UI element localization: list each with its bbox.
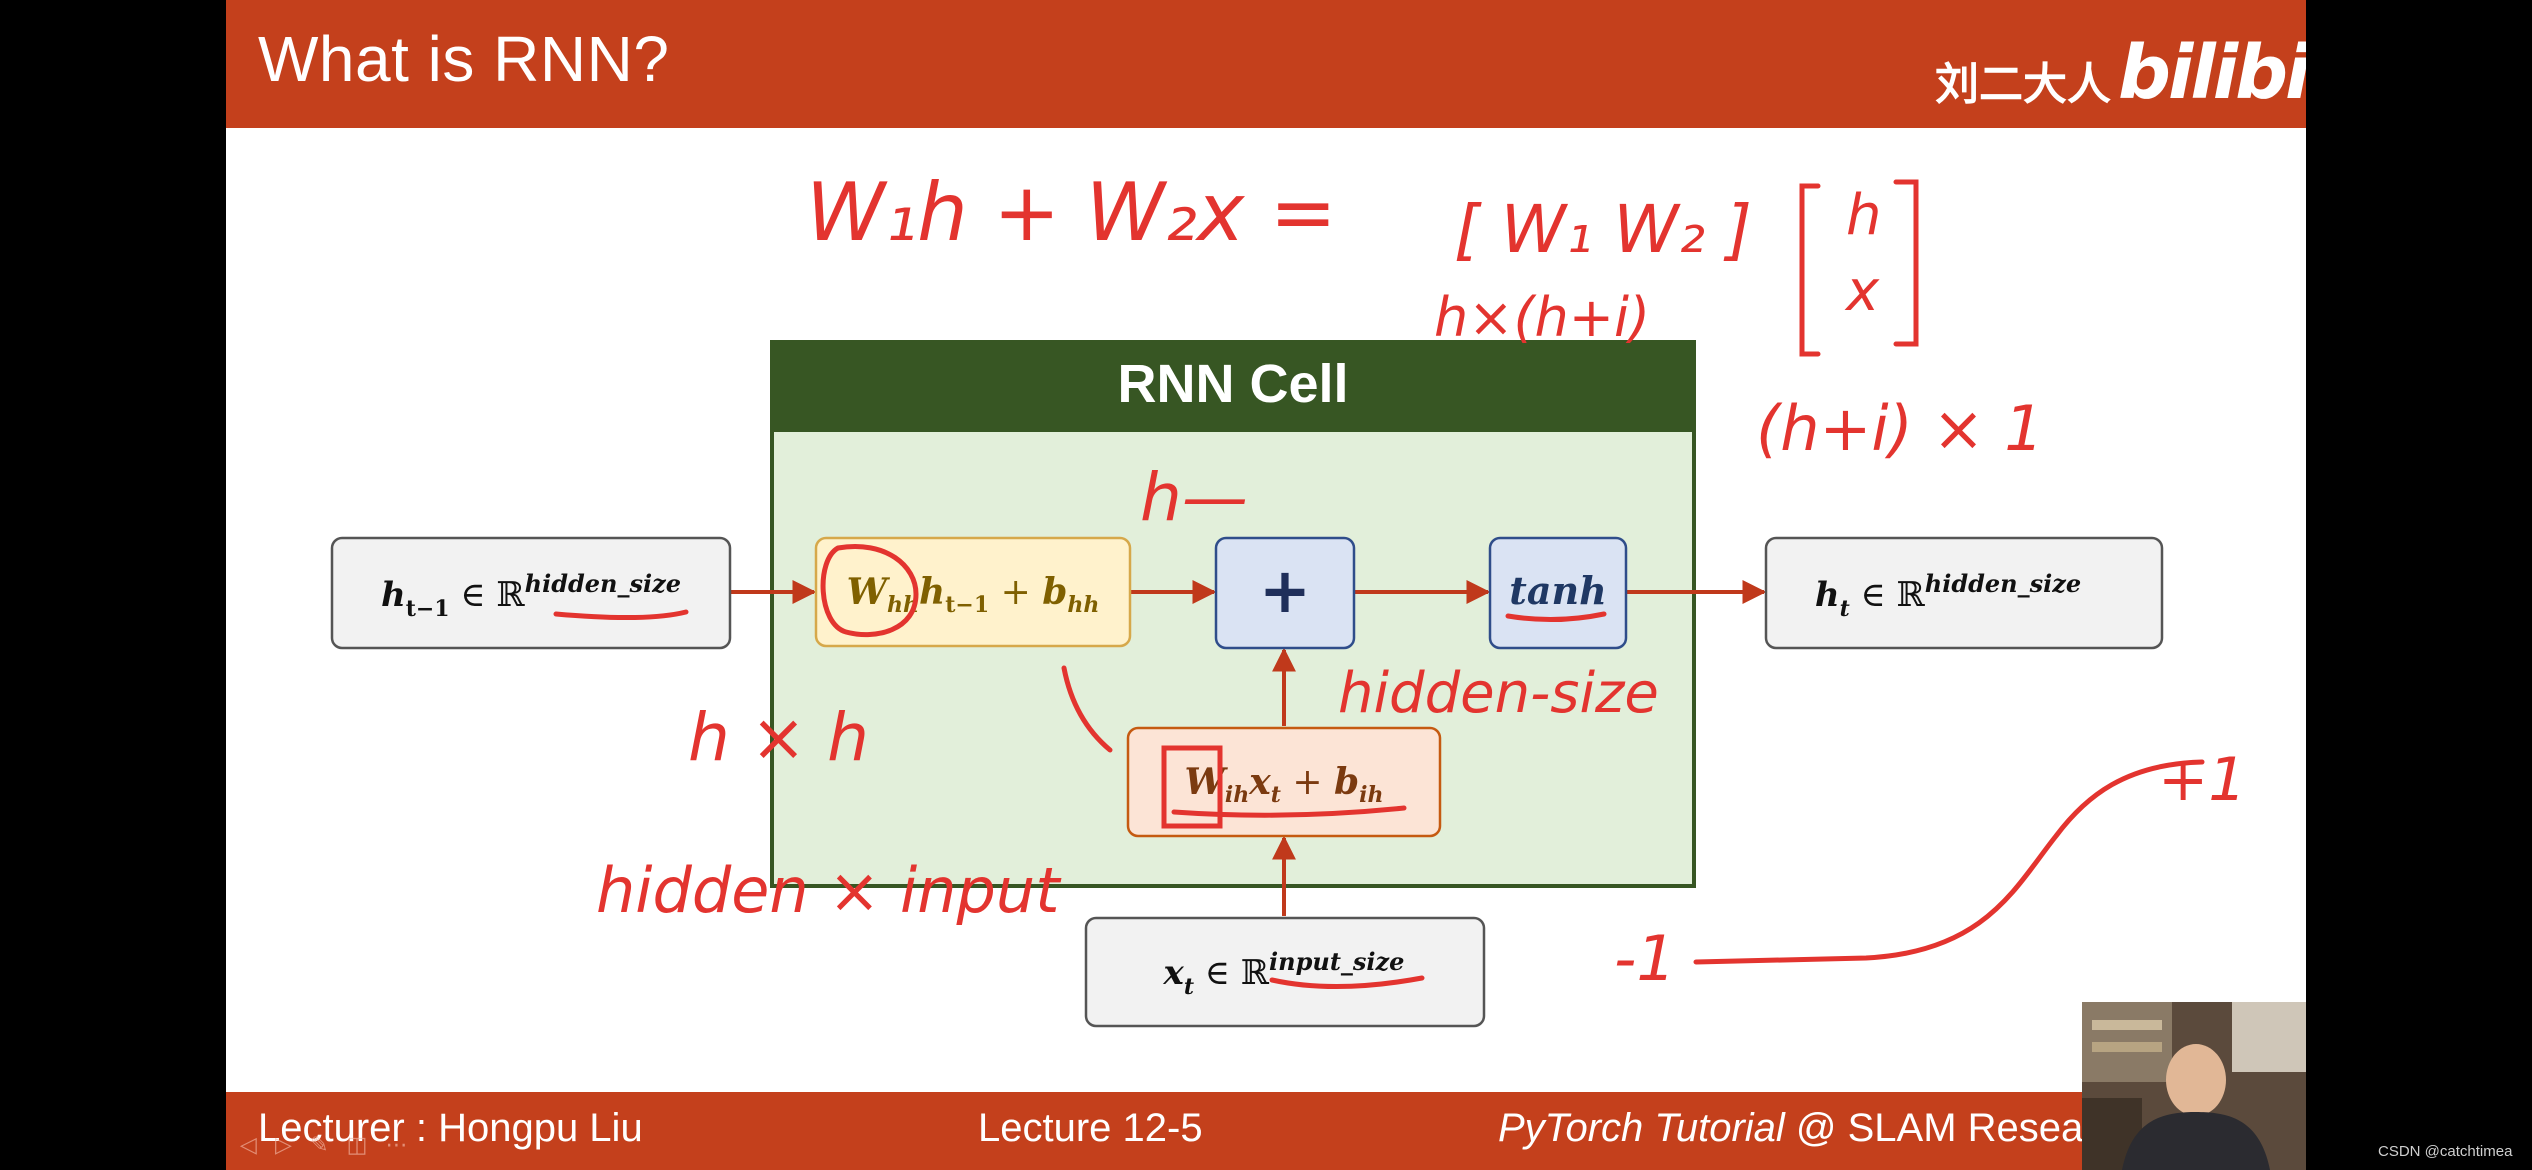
input-xt-box: xt ∈ ℝinput_size (1084, 916, 1486, 1028)
wih-x-sub: t (1271, 782, 1281, 808)
ink-minus-one: -1 (1614, 922, 1676, 995)
ink-plus-one: +1 (2158, 745, 2246, 815)
svg-text:Whhht−1 + bhh: Whhht−1 + bhh (847, 571, 1100, 618)
ink-h-times-h: h × h (688, 699, 869, 776)
whh-plus: + (989, 572, 1042, 613)
svg-text:ht−1 ∈ ℝhidden_size: ht−1 ∈ ℝhidden_size (381, 569, 681, 622)
whh-b: b (1042, 571, 1067, 613)
xt-symbol: x (1163, 953, 1185, 993)
h-prev-set: ∈ ℝ (450, 575, 526, 615)
bilibili-logo: bilibili (2118, 30, 2306, 116)
ink-matrix-h: h (1846, 183, 1882, 248)
wih-x: x (1248, 761, 1271, 803)
ink-underline-tanh (1505, 611, 1607, 623)
h-prev-superscript: hidden_size (525, 569, 681, 598)
ink-box-wih (1161, 745, 1223, 829)
ht-superscript: hidden_size (1925, 569, 2081, 598)
wih-w-sub: ih (1225, 782, 1249, 808)
ink-underline-xt (1269, 975, 1425, 990)
svg-text:Wihxt + bih: Wihxt + bih (1184, 761, 1383, 808)
ink-dim-w: h×(h+i) (1434, 286, 1650, 349)
footer-course: PyTorch Tutorial @ SLAM Resea (1498, 1106, 2083, 1151)
ink-matrix-x: x (1844, 259, 1880, 324)
presenter-webcam-image (2082, 1002, 2306, 1170)
footer-lecture-number: Lecture 12-5 (978, 1106, 1203, 1150)
ink-underline-hprev (553, 609, 689, 621)
ht-symbol: h (1815, 575, 1840, 615)
footer-course-org: @ SLAM Resea (1784, 1106, 2084, 1150)
ink-dim-hx: (h+i) × 1 (1756, 392, 2044, 465)
rnn-diagram: RNN Cell ht−1 ∈ ℝhidden_size Whhht−1 + b… (330, 166, 2246, 1028)
whh-h: h (919, 571, 945, 613)
tanh-node: tanh (1488, 536, 1628, 650)
plus-node: + (1214, 536, 1356, 650)
h-prev-subscript: t−1 (406, 596, 450, 622)
ink-tick-stroke (1061, 665, 1113, 753)
ink-underline-wih (1171, 805, 1407, 818)
whh-b-sub: hh (1067, 592, 1099, 618)
output-ht-box: ht ∈ ℝhidden_size (1764, 536, 2164, 650)
slide-footer-bar: Lecturer : Hongpu Liu Lecture 12-5 PyTor… (226, 1092, 2306, 1170)
svg-text:ht ∈ ℝhidden_size: ht ∈ ℝhidden_size (1815, 569, 2081, 622)
rnn-cell-header (772, 342, 1694, 432)
author-logo: 刘二大人 (1935, 59, 2111, 110)
ink-matrix-w: [ W₁ W₂ ] (1454, 191, 1752, 268)
wih-b-sub: ih (1359, 782, 1383, 808)
ink-circle-whh (820, 544, 919, 638)
input-h-prev-box: ht−1 ∈ ℝhidden_size (330, 536, 732, 650)
ht-subscript: t (1840, 596, 1850, 622)
wih-box: Wihxt + bih (1126, 726, 1442, 838)
ink-hidden-input: hidden × input (596, 854, 1062, 927)
footer-course-name: PyTorch Tutorial (1498, 1106, 1785, 1150)
presenter-webcam (2082, 1002, 2306, 1170)
slide-header-bar: What is RNN? 刘二大人 bilibili (226, 0, 2306, 128)
ink-bracket-right (1893, 179, 1919, 347)
plus-symbol: + (1259, 554, 1311, 627)
xt-set: ∈ ℝ (1194, 953, 1270, 993)
csdn-watermark: CSDN @catchtimea (2378, 1143, 2513, 1160)
ink-annotations: W₁h + W₂x = [ W₁ W₂ ] h×(h+i) h x (h+i) … (596, 166, 2246, 995)
wih-plus: + (1281, 762, 1334, 803)
ink-tanh-curve (1693, 759, 2205, 965)
xt-superscript: input_size (1269, 947, 1404, 976)
h-prev-symbol: h (381, 575, 406, 615)
xt-subscript: t (1184, 974, 1194, 1000)
player-controls[interactable]: ◁ ▷ ✎ ◫ ⋯ (240, 1132, 414, 1157)
whh-w: W (847, 571, 891, 613)
svg-text:xt ∈ ℝinput_size: xt ∈ ℝinput_size (1163, 947, 1405, 1000)
wih-b: b (1334, 761, 1359, 803)
arrows (730, 580, 1767, 916)
tanh-label: tanh (1509, 568, 1606, 613)
ink-bracket-left (1799, 183, 1821, 357)
footer-lecturer: Lecturer : Hongpu Liu (258, 1106, 643, 1150)
ink-equation-left: W₁h + W₂x = (806, 166, 1337, 259)
ink-strokes (553, 179, 2205, 990)
slide-title: What is RNN? (258, 23, 670, 95)
whh-h-sub: t−1 (945, 592, 989, 618)
slide: What is RNN? 刘二大人 bilibili RNN Cell ht−1 (226, 0, 2306, 1170)
ink-hidden-size: hidden-size (1338, 661, 1659, 726)
whh-box: Whhht−1 + bhh (814, 536, 1132, 648)
ht-set: ∈ ℝ (1850, 575, 1926, 615)
ink-h-dash: h— (1140, 459, 1248, 536)
rnn-cell-title: RNN Cell (1117, 354, 1348, 414)
